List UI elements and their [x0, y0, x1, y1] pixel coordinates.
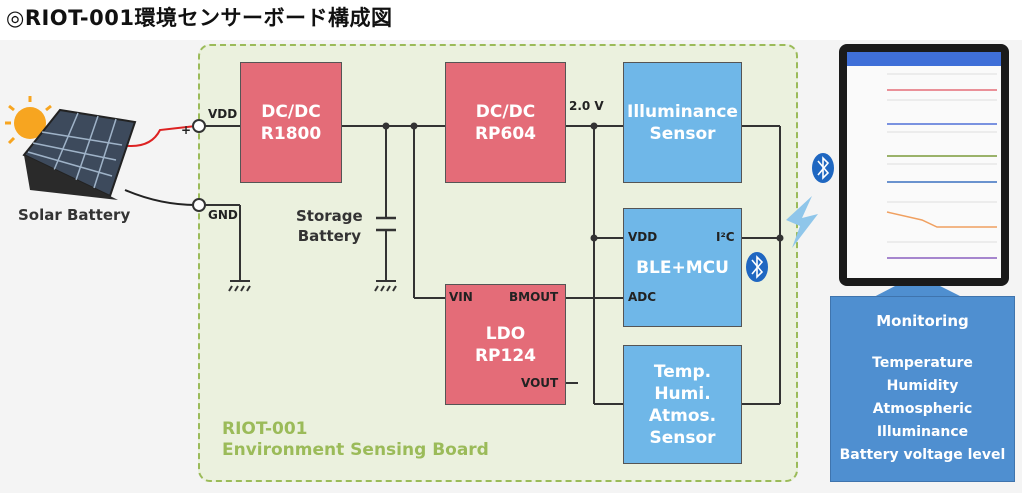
storage-line: Battery	[297, 227, 361, 245]
temp-humi-atmos-sensor-block: Temp. Humi. Atmos. Sensor	[623, 345, 742, 464]
sun-icon	[5, 96, 52, 145]
tablet-screen	[847, 52, 1001, 278]
mcu-vdd-pin: VDD	[628, 230, 658, 244]
wireless-signal-icon	[786, 196, 818, 248]
ldo-rp124-block: LDO RP124	[445, 284, 566, 405]
screen-graphs	[886, 73, 997, 259]
block-title: DC/DC	[475, 101, 536, 122]
ldo-vout-pin: VOUT	[521, 376, 559, 390]
solar-panel-icon	[22, 108, 137, 200]
block-title: BLE+MCU	[636, 257, 729, 278]
block-title: LDO	[485, 323, 526, 344]
app-bar	[847, 52, 1001, 66]
vdd-label: VDD	[208, 107, 238, 121]
monitoring-item: Atmospheric	[872, 401, 973, 417]
tablet-device	[839, 44, 1009, 286]
mcu-i2c-pin: I²C	[716, 230, 735, 244]
monitoring-item: Humidity	[886, 378, 959, 394]
page-title: ◎RIOT-001環境センサーボード構成図	[6, 6, 393, 30]
black-wire	[124, 189, 197, 206]
monitoring-item: Illuminance	[876, 424, 969, 440]
block-part: R1800	[260, 123, 322, 144]
monitoring-item: Temperature	[872, 355, 973, 371]
monitoring-list: Temperature Humidity Atmospheric Illumin…	[831, 352, 1014, 467]
mcu-adc-pin: ADC	[628, 290, 657, 304]
block-line: Sensor	[649, 427, 716, 448]
block-line: Temp.	[653, 361, 712, 382]
block-part: RP124	[474, 345, 537, 366]
monitoring-panel: Monitoring Temperature Humidity Atmosphe…	[830, 296, 1015, 482]
block-title: DC/DC	[261, 101, 321, 122]
block-line: Humi.	[654, 383, 711, 404]
illuminance-sensor-block: Illuminance Sensor	[623, 62, 742, 183]
board-name: RIOT-001 Environment Sensing Board	[222, 419, 489, 461]
storage-battery-label: Storage Battery	[296, 206, 363, 246]
storage-line: Storage	[296, 207, 363, 225]
solar-battery-label: Solar Battery	[18, 206, 131, 224]
board-description: Environment Sensing Board	[222, 440, 489, 460]
block-subtitle: Sensor	[649, 123, 716, 144]
dcdc-rp604-block: DC/DC RP604	[445, 62, 566, 183]
ble-mcu-block: BLE+MCU	[623, 208, 742, 327]
monitoring-title: Monitoring	[876, 312, 969, 330]
ldo-bmout-pin: BMOUT	[509, 290, 559, 304]
bluetooth-icon	[812, 153, 834, 183]
ground-icon	[228, 280, 397, 292]
block-part: RP604	[474, 123, 537, 144]
bluetooth-icon	[746, 252, 768, 282]
block-line: Atmos.	[648, 405, 717, 426]
block-title: Illuminance	[627, 101, 738, 122]
gnd-label: GND	[208, 208, 238, 222]
plus-sign: +	[181, 123, 192, 137]
ldo-vin-pin: VIN	[449, 290, 473, 304]
monitoring-item: Battery voltage level	[839, 447, 1006, 463]
board-model: RIOT-001	[222, 419, 308, 439]
dcdc-r1800-block: DC/DC R1800	[240, 62, 342, 183]
voltage-label: 2.0 V	[569, 99, 604, 113]
